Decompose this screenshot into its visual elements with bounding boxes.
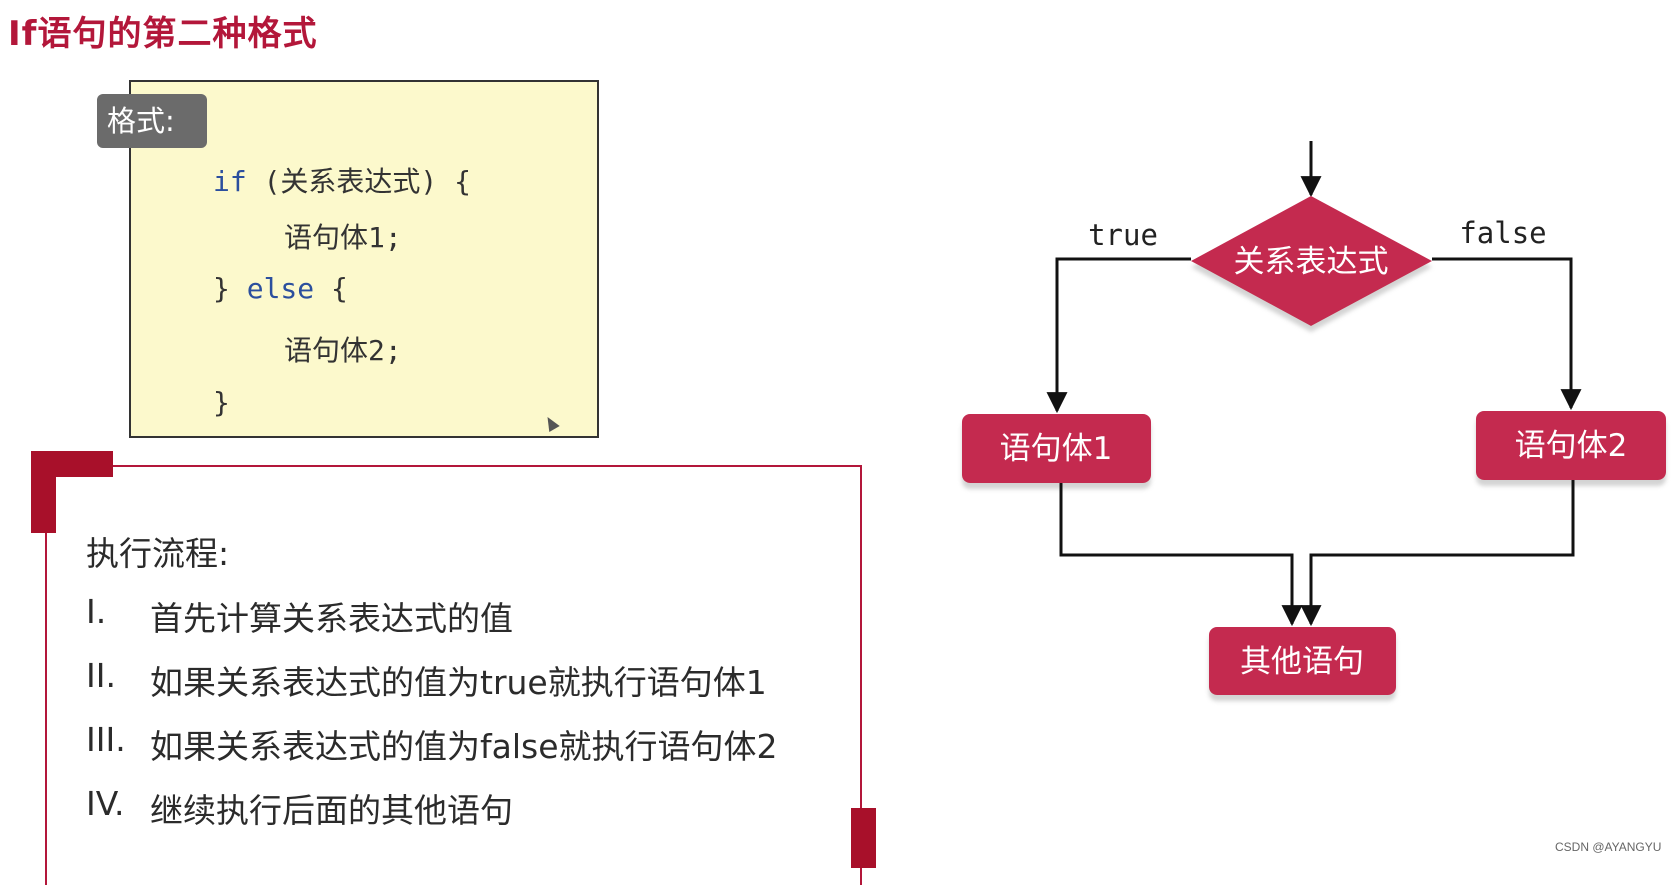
if-else-flowchart: 关系表达式 true false 语句体1 语句体2 其他语句 [962,141,1666,695]
if-keyword: if [213,165,247,198]
execution-flow-panel [45,465,862,885]
if-condition: (关系表达式) { [246,165,472,198]
flow-heading: 执行流程: [86,534,230,573]
statement-block-2 [1476,411,1666,480]
format-code-box [129,80,599,438]
statement-block-1 [962,414,1151,483]
step-text: 首先计算关系表达式的值 [150,599,513,638]
false-branch-line [1432,257,1582,411]
step-number: I. [86,592,107,631]
step-number: II. [86,656,116,695]
code-line-else: } else { [213,272,348,305]
corner-accent-vertical [31,451,56,533]
code-line-body1: 语句体1; [284,221,402,254]
condition-diamond [1191,196,1432,326]
step-text: 如果关系表达式的值为false就执行语句体2 [150,727,778,766]
condition-label: 关系表达式 [1234,244,1389,280]
watermark: CSDN @AYANGYU [1555,840,1662,854]
statement-block-1-label: 语句体1 [1000,431,1113,467]
statement-block-2-label: 语句体2 [1515,428,1628,464]
step-number: IV. [86,784,125,823]
open-brace: { [314,272,348,305]
page-title: If语句的第二种格式 [8,14,318,54]
merge-line-left [1059,483,1303,627]
code-line-close: } [213,386,230,419]
true-branch-line [1046,257,1191,414]
false-label: false [1459,216,1546,250]
close-brace: } [213,272,247,305]
other-statements-block [1209,627,1396,695]
merge-line-right [1300,480,1575,627]
code-line-body2: 语句体2; [284,334,402,367]
corner-accent-bottom-right [851,808,876,868]
else-keyword: else [246,272,315,305]
other-statements-label: 其他语句 [1240,644,1364,680]
step-text: 继续执行后面的其他语句 [150,791,513,830]
code-line-if: if (关系表达式) { [213,160,471,200]
format-badge: 格式: [97,94,207,148]
true-label: true [1088,218,1158,252]
step-text: 如果关系表达式的值为true就执行语句体1 [150,663,767,702]
step-number: III. [86,720,126,759]
